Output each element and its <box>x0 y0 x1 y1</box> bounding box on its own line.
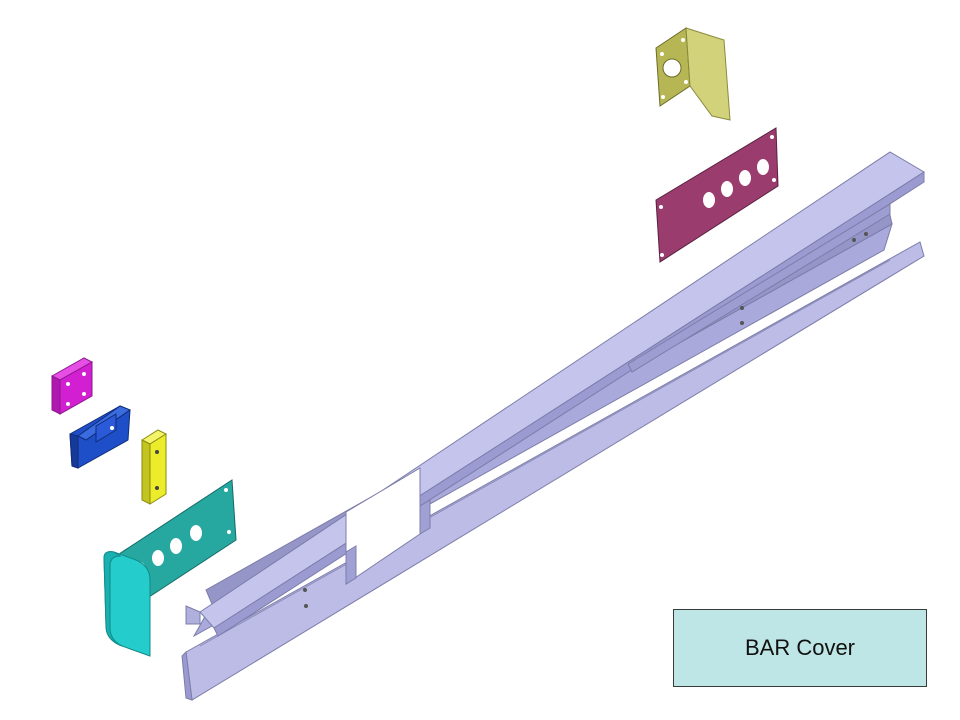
yellow-bar <box>140 429 168 505</box>
bar-cover-upper-channel <box>185 151 925 637</box>
maroon-plate <box>655 127 779 263</box>
blue-clip <box>69 405 132 469</box>
olive-bracket <box>655 27 731 121</box>
caption-text: BAR Cover <box>744 635 856 660</box>
magenta-block <box>50 357 94 415</box>
cyan-end-cap <box>103 551 151 657</box>
caption-label: BAR Cover <box>673 609 927 687</box>
